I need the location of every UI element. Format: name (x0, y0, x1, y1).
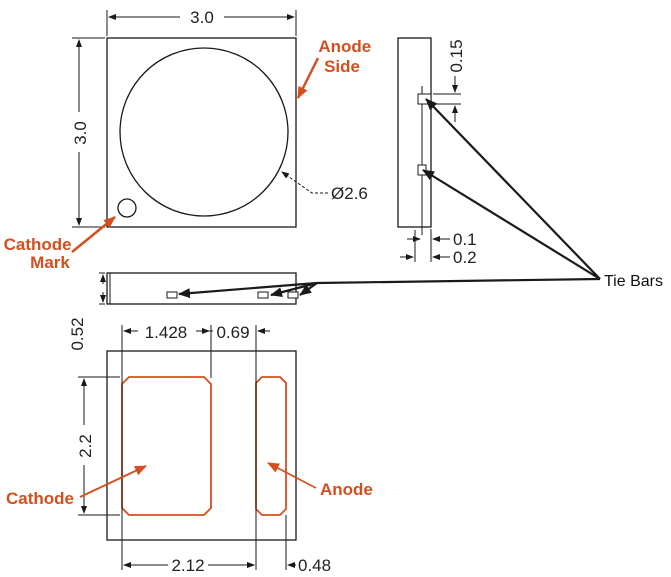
front-tie-bar-3 (287, 291, 299, 299)
top-height-label: 3.0 (71, 121, 90, 145)
side-top-dimension-label: 0.15 (447, 39, 466, 72)
package-outline-side (397, 37, 432, 228)
side-bottom-dimension-1: 0.1 (453, 230, 477, 249)
bottom-view: 1.428 0.69 2.2 2.12 0.48 Cathode Anode (6, 323, 373, 575)
cathode-mark-arrow (71, 216, 116, 253)
anode-pad (255, 376, 287, 516)
cathode-pad-width-label: 1.428 (145, 323, 188, 342)
anode-arrow (267, 462, 317, 489)
package-outline-bottom (106, 350, 297, 541)
front-height-label: 0.52 (68, 317, 87, 350)
cathode-label: Cathode (6, 489, 74, 508)
pad-gap-label: 0.69 (216, 323, 249, 342)
package-outline-front (106, 272, 297, 305)
tie-bar-callouts: Tie Bars (178, 98, 663, 299)
pad-height-label: 2.2 (76, 434, 95, 458)
package-outline-top (106, 37, 297, 228)
front-tie-bar-2 (257, 291, 269, 299)
tie-bars-label: Tie Bars (604, 273, 663, 290)
cathode-mark-dot (117, 198, 137, 218)
anode-label: Anode (320, 480, 373, 499)
cathode-pad (121, 376, 212, 516)
lens-diameter-label: Ø2.6 (331, 184, 368, 203)
cathode-mark-label: Cathode Mark (4, 235, 77, 272)
side-bottom-dimension-2: 0.2 (453, 248, 477, 267)
top-view: 3.0 3.0 Ø2.6 Anode Side Cathode Mark (4, 8, 376, 272)
front-tie-bar-1 (166, 291, 178, 299)
cathode-arrow (79, 465, 147, 498)
lens-circle (119, 47, 289, 217)
diameter-leader (281, 171, 328, 194)
top-width-label: 3.0 (190, 8, 214, 27)
cathode-total-width-label: 2.12 (171, 556, 204, 575)
anode-pad-width-label: 0.48 (298, 556, 331, 575)
side-view: 0.15 0.1 0.2 (397, 37, 477, 267)
anode-side-arrow (296, 57, 320, 99)
anode-side-label: Anode Side (318, 37, 376, 76)
